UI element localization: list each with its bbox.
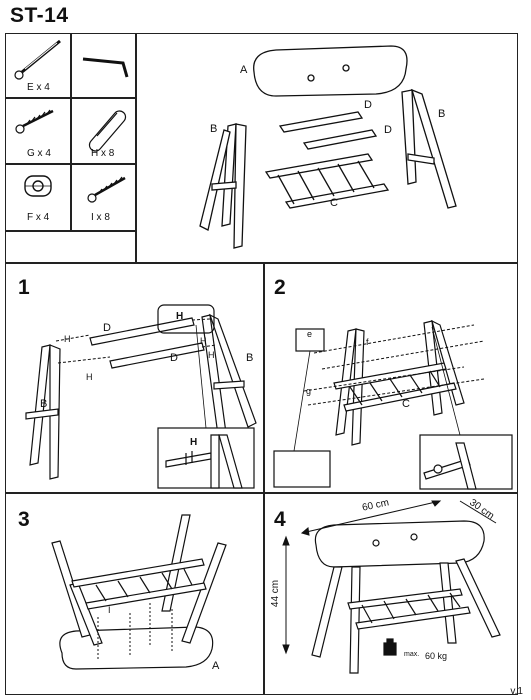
- step-4-diagram: [282, 500, 501, 674]
- step1-label-h1: H: [64, 334, 71, 344]
- dim-height: 44 cm: [270, 579, 282, 608]
- step-number-1: 1: [18, 276, 30, 299]
- tabletop-part: [253, 45, 408, 97]
- leg-frame-left: [221, 123, 237, 227]
- parts-grid-row3: [5, 230, 135, 232]
- step1-label-h-zoom: H: [176, 311, 184, 322]
- step-2-diagram: [273, 319, 513, 490]
- step-number-3: 3: [18, 508, 30, 531]
- step1-label-h-detail: H: [190, 437, 198, 448]
- parts-grid-row1: [5, 97, 135, 99]
- version-label: v.1: [510, 686, 523, 697]
- assembled-top: [314, 520, 485, 568]
- divider-parts-vertical: [135, 33, 137, 262]
- parts-grid-col: [70, 33, 72, 230]
- step2-label-c: C: [402, 398, 410, 410]
- long-bolt-icon: [14, 39, 61, 80]
- step-number-2: 2: [274, 276, 286, 299]
- overview-label-b-left: B: [210, 123, 218, 135]
- step1-label-d-bottom: D: [170, 352, 178, 364]
- step3-label-a: A: [212, 660, 220, 672]
- rail-d-lower: [302, 129, 378, 150]
- barrel-nut-icon: [24, 175, 52, 197]
- divider-row2: [5, 492, 518, 494]
- step1-label-b-left: B: [40, 398, 48, 410]
- load-max-label: max.: [404, 651, 420, 658]
- divider-parts: [5, 262, 518, 264]
- exploded-view: [199, 45, 457, 249]
- step2-label-g: g: [306, 386, 312, 396]
- divider-steps-vertical: [263, 262, 265, 695]
- part-qty-g: G x 4: [27, 148, 51, 159]
- step1-label-h4: H: [208, 350, 215, 360]
- overview-label-b-right: B: [438, 108, 446, 120]
- step3-label-i: I: [108, 605, 111, 615]
- instruction-sheet: [5, 33, 518, 695]
- shelf-c: [264, 153, 374, 179]
- step2-label-f: f: [366, 337, 369, 347]
- step1-label-h2: H: [86, 372, 93, 382]
- overview-label-c: C: [330, 197, 338, 209]
- parts-panel: [14, 39, 129, 203]
- step1-label-d-top: D: [103, 322, 111, 334]
- parts-grid-row2: [5, 163, 135, 165]
- step2-label-e: e: [307, 329, 313, 339]
- part-qty-f: F x 4: [27, 212, 50, 223]
- overview-label-d-lower: D: [384, 124, 392, 136]
- step1-label-h3: H: [200, 336, 207, 346]
- overview-label-d-upper: D: [364, 99, 372, 111]
- part-qty-h: H x 8: [91, 148, 115, 159]
- step-number-4: 4: [274, 508, 286, 531]
- wood-screw-icon: [15, 109, 54, 134]
- part-qty-i: I x 8: [91, 212, 110, 223]
- wooden-dowel-icon: [88, 110, 127, 152]
- part-qty-e: E x 4: [27, 82, 50, 93]
- leg-frame-right: [401, 89, 417, 185]
- step1-label-b-right: B: [246, 352, 254, 364]
- load-max-value: 60 kg: [425, 651, 448, 661]
- overview-label-a: A: [240, 64, 248, 76]
- model-title: ST-14: [10, 4, 69, 27]
- rail-d-upper: [278, 111, 364, 133]
- step-1-diagram: [25, 304, 257, 489]
- allen-key-icon: [82, 57, 129, 78]
- step-3-diagram: [51, 514, 227, 670]
- short-screw-icon: [87, 176, 126, 203]
